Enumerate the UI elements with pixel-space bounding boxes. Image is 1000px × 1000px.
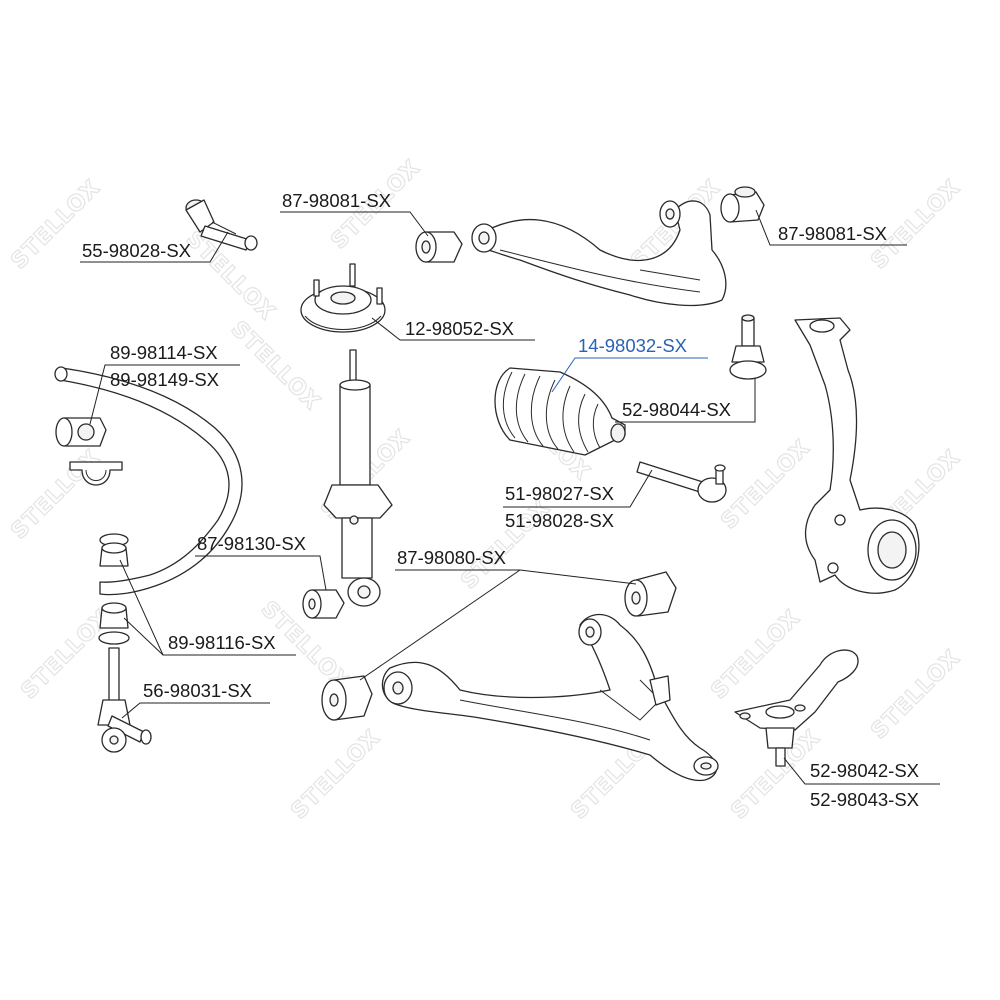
leader-line xyxy=(503,469,653,508)
part-label-12-98052[interactable]: 12-98052-SX xyxy=(405,318,514,339)
watermark: STELLOX xyxy=(226,317,325,416)
stabilizer-bracket-part[interactable] xyxy=(69,461,123,486)
part-label-55-98028[interactable]: 55-98028-SX xyxy=(82,240,191,261)
upper-arm-bushing-right[interactable] xyxy=(720,186,765,223)
lower-control-arm xyxy=(381,613,719,782)
part-label-87-98130[interactable]: 87-98130-SX xyxy=(197,533,306,554)
upper-ball-joint-part[interactable] xyxy=(729,314,767,380)
steering-boot-part[interactable] xyxy=(494,367,626,456)
watermark: STELLOX xyxy=(867,645,966,744)
leader-line xyxy=(755,209,907,246)
part-label-51-98027[interactable]: 51-98027-SX xyxy=(505,483,614,504)
leader-line xyxy=(123,617,164,656)
shock-bushing-part[interactable] xyxy=(302,589,345,619)
lower-arm-bushing-left[interactable] xyxy=(321,675,373,721)
part-label-52-98044[interactable]: 52-98044-SX xyxy=(622,399,731,420)
part-label-89-98114[interactable]: 89-98114-SX xyxy=(110,342,218,363)
leader-line xyxy=(280,211,429,237)
part-label-52-98042[interactable]: 52-98042-SX xyxy=(810,760,919,781)
inner-tie-rod-part[interactable] xyxy=(185,199,258,251)
watermark: STELLOX xyxy=(707,605,806,704)
leader-line xyxy=(615,378,756,423)
part-label-14-98032[interactable]: 14-98032-SX xyxy=(578,335,687,356)
stabilizer-bar xyxy=(54,366,243,596)
watermark: STELLOX xyxy=(717,435,816,534)
leader-line xyxy=(80,231,229,263)
link-bushing-upper-part[interactable] xyxy=(99,533,129,567)
watermark: STELLOX xyxy=(7,445,106,544)
leader-line-highlight xyxy=(551,357,708,393)
leader-line xyxy=(359,569,521,681)
leader-line xyxy=(371,317,535,341)
steering-knuckle xyxy=(794,317,920,594)
leader-lines xyxy=(80,209,940,785)
stabilizer-bushing-part[interactable] xyxy=(55,417,107,447)
leader-line xyxy=(121,702,270,719)
part-labels: 87-98081-SX 55-98028-SX 87-98081-SX 12-9… xyxy=(82,190,919,810)
leader-line xyxy=(783,757,940,785)
upper-control-arm xyxy=(471,200,727,307)
part-label-52-98043[interactable]: 52-98043-SX xyxy=(810,789,919,810)
part-label-89-98149[interactable]: 89-98149-SX xyxy=(110,369,219,390)
upper-arm-bushing-left[interactable] xyxy=(415,231,463,263)
part-label-87-98081-right[interactable]: 87-98081-SX xyxy=(778,223,887,244)
stabilizer-link-part[interactable] xyxy=(97,647,152,753)
part-label-51-98028[interactable]: 51-98028-SX xyxy=(505,510,614,531)
leader-line xyxy=(395,569,637,585)
lower-ball-joint-part[interactable] xyxy=(734,649,859,767)
part-label-56-98031[interactable]: 56-98031-SX xyxy=(143,680,252,701)
link-bushing-lower-part[interactable] xyxy=(98,602,130,645)
watermark: STELLOX xyxy=(287,725,386,824)
leader-line xyxy=(89,364,240,425)
part-label-87-98080[interactable]: 87-98080-SX xyxy=(397,547,506,568)
leader-line xyxy=(195,555,327,591)
lower-arm-bushing-right[interactable] xyxy=(624,571,677,617)
tie-rod-end-part[interactable] xyxy=(636,461,727,503)
part-label-89-98116[interactable]: 89-98116-SX xyxy=(168,632,276,653)
shock-absorber xyxy=(323,349,393,607)
part-label-87-98081-left[interactable]: 87-98081-SX xyxy=(282,190,391,211)
strut-mount-part[interactable] xyxy=(300,263,386,333)
